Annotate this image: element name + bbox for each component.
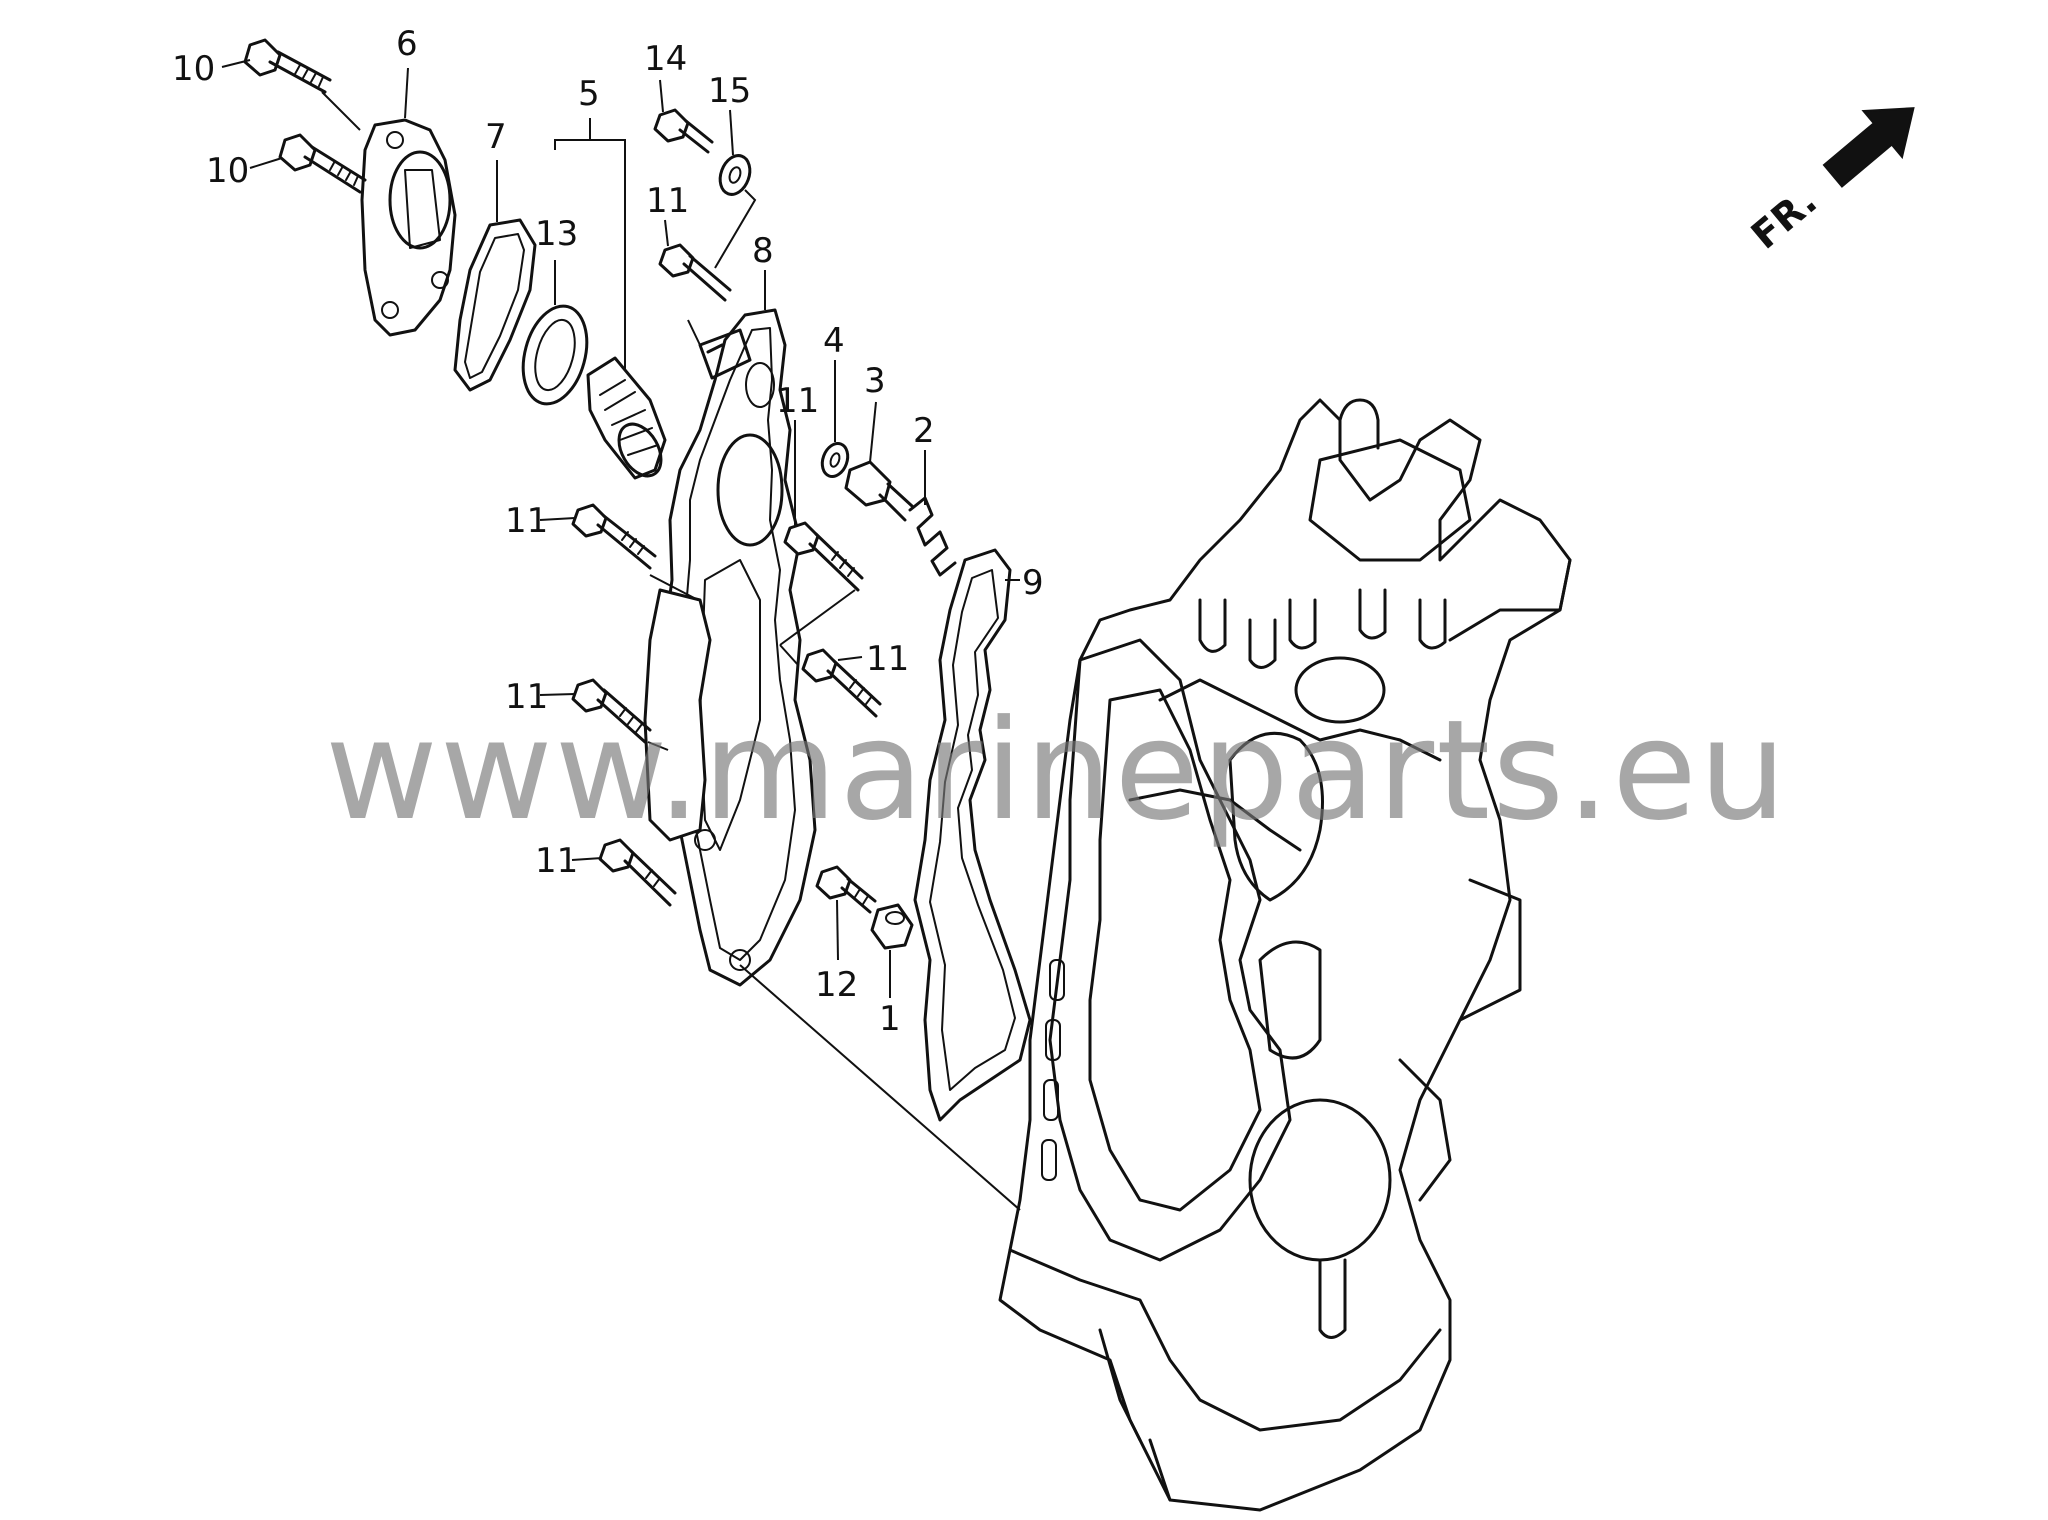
callout-4: 4 (823, 321, 845, 361)
bolt-11-f (598, 838, 677, 907)
callout-11-f: 11 (535, 841, 578, 881)
bolt-10-upper (243, 38, 332, 94)
bolt-11-e (571, 678, 652, 744)
callout-9: 9 (1022, 563, 1044, 603)
bolt-10-lower (278, 133, 367, 194)
callout-5: 5 (578, 74, 600, 114)
front-direction-indicator: FR. (1743, 107, 1915, 258)
callout-12: 12 (815, 965, 858, 1005)
relief-spring-2 (908, 496, 957, 577)
callout-15: 15 (708, 71, 751, 111)
water-jacket-cover (643, 308, 817, 987)
bolt-11-c (783, 521, 864, 592)
thermostat (586, 356, 667, 480)
callout-10-lower: 10 (206, 151, 249, 191)
bolt-14 (653, 108, 714, 154)
collar-1 (870, 903, 914, 950)
callout-14: 14 (644, 39, 687, 79)
washer-4 (820, 442, 850, 478)
callout-labels: 10 10 6 7 5 13 14 15 11 8 4 3 2 11 9 11 … (172, 24, 1044, 1039)
callout-6: 6 (396, 24, 418, 64)
callout-11-c: 11 (505, 501, 548, 541)
front-arrow-icon (1822, 107, 1915, 188)
bolt-11-a (658, 243, 732, 302)
callout-11-e: 11 (505, 677, 548, 717)
callout-10-upper: 10 (172, 49, 215, 89)
bolt-11-d (801, 648, 882, 718)
thermostat-seal (521, 304, 589, 406)
front-label: FR. (1743, 179, 1825, 258)
callout-13: 13 (535, 214, 578, 254)
bolt-12 (815, 865, 877, 914)
thermostat-cover (360, 118, 457, 337)
relief-valve-bolt-3 (844, 460, 914, 522)
callout-3: 3 (864, 361, 886, 401)
bolt-11-b (571, 503, 657, 570)
cylinder-block (998, 398, 1572, 1512)
callout-1: 1 (879, 999, 901, 1039)
washer-15 (718, 154, 752, 196)
callout-11-a: 11 (646, 181, 689, 221)
callout-8: 8 (752, 231, 774, 271)
leader-lines (221, 59, 1021, 1211)
callout-11-d: 11 (866, 639, 909, 679)
callout-7: 7 (485, 117, 507, 157)
callout-2: 2 (913, 411, 935, 451)
o-ring-large (453, 218, 537, 392)
water-jacket-gasket (913, 548, 1032, 1122)
callout-11-b: 11 (776, 381, 819, 421)
